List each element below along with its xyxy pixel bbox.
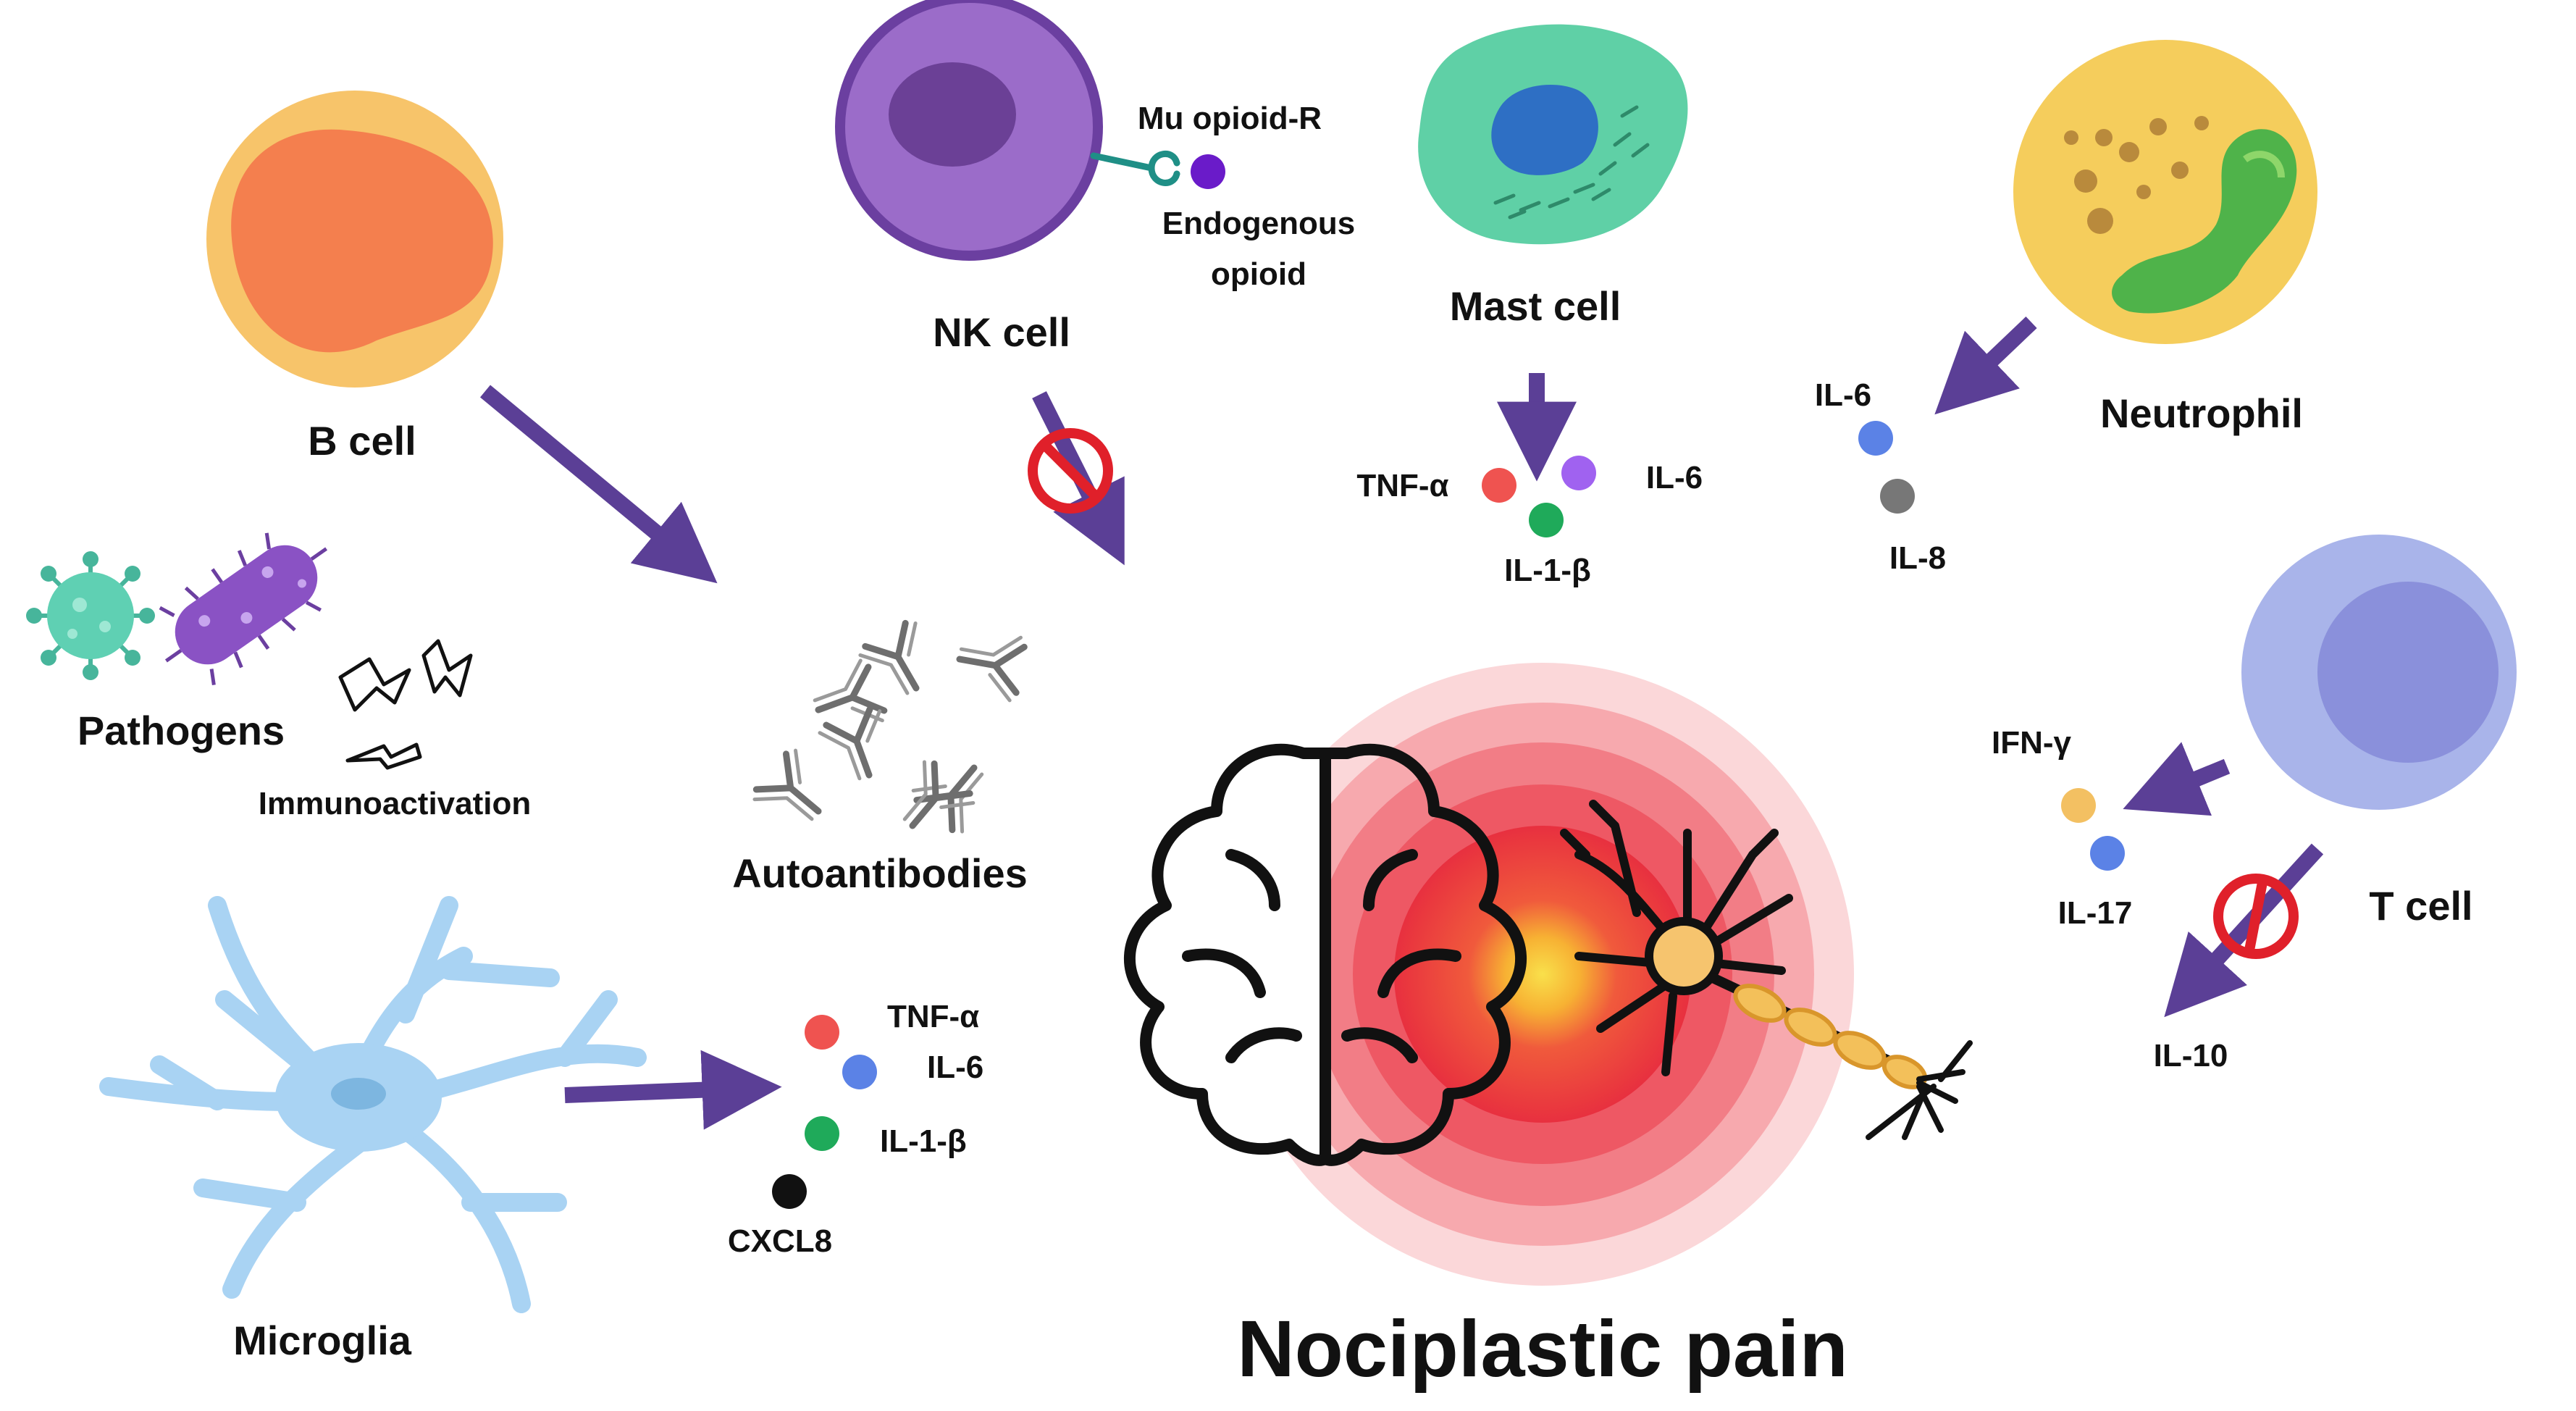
immunoactivation-label: Immunoactivation: [259, 786, 532, 821]
mast-il1b-dot: [1529, 503, 1564, 537]
mast-cell-label: Mast cell: [1450, 283, 1621, 329]
microglia-tnf-dot: [805, 1015, 839, 1050]
endogenous-opioid-dot: [1191, 154, 1225, 189]
microglia-label: Microglia: [233, 1318, 412, 1363]
arrow-microglia-to-mediators: [564, 1050, 782, 1130]
diagram-title: Nociplastic pain: [1237, 1305, 1848, 1394]
neutrophil-il8-label: IL-8: [1889, 540, 1946, 576]
mu-opioid-receptor: [1090, 150, 1180, 186]
microglia-tnf-label: TNF-α: [887, 999, 979, 1034]
neutrophil-nucleus: [2112, 129, 2297, 314]
neutrophil-label: Neutrophil: [2100, 390, 2303, 436]
mast-cell-nucleus: [1491, 85, 1598, 175]
neuron-icon: [1560, 800, 1973, 1140]
microglia-il1b-label: IL-1-β: [880, 1123, 967, 1159]
autoantibodies-icon: [751, 619, 1026, 846]
neutrophil-il8-dot: [1880, 479, 1915, 514]
arrow-neutrophil-to-mediators: [1934, 317, 2037, 415]
t-cell-nucleus: [2317, 582, 2499, 763]
neutrophil-mediators: IL-6 IL-8: [1815, 377, 1946, 576]
t-cell-ifng-dot: [2061, 788, 2096, 823]
mast-il6-label: IL-6: [1646, 460, 1703, 495]
microglia-cell: [99, 896, 647, 1313]
mast-tnf-dot: [1482, 468, 1516, 503]
mast-cell: [1418, 24, 1688, 245]
microglia-il6-label: IL-6: [927, 1050, 983, 1085]
inhibition-icon: [2213, 874, 2299, 959]
mast-il6-dot: [1561, 456, 1596, 490]
neutrophil-cell: [2013, 40, 2317, 344]
b-cell-nucleus: [231, 129, 493, 353]
virus-icon: [26, 551, 155, 680]
b-cell-label: B cell: [308, 418, 416, 464]
t-cell-il17-label: IL-17: [2058, 895, 2133, 931]
neutrophil-il6-dot: [1858, 421, 1893, 456]
pain-target: [1231, 663, 1854, 1286]
b-cell: [206, 91, 503, 388]
inhibition-icon: [1028, 428, 1113, 514]
microglia-cxcl8-label: CXCL8: [728, 1223, 832, 1259]
t-cell-il17-dot: [2090, 836, 2125, 871]
endogenous-opioid-label-1: Endogenous: [1162, 206, 1355, 241]
microglia-cxcl8-dot: [772, 1174, 807, 1209]
microglia-il6-dot: [842, 1055, 877, 1089]
nk-cell-nucleus: [889, 62, 1016, 167]
brain-icon: [1123, 743, 1527, 1166]
neutrophil-il6-label: IL-6: [1815, 377, 1871, 413]
endogenous-opioid-label-2: opioid: [1211, 256, 1306, 292]
mu-opioid-receptor-label: Mu opioid-R: [1138, 101, 1322, 136]
lightning-icon: [338, 639, 473, 770]
arrow-t-cell-to-ifng: [2123, 742, 2231, 816]
t-cell-mediators: IFN-γ IL-17 IL-10: [1992, 725, 2228, 1073]
pathogens-label: Pathogens: [77, 708, 285, 753]
bacterium-icon: [159, 532, 328, 685]
nk-cell: [835, 0, 1225, 261]
t-cell: [2241, 535, 2517, 810]
microglia-mediators: TNF-α IL-6 IL-1-β CXCL8: [728, 999, 983, 1259]
arrow-b-cell-to-autoantibodies: [479, 385, 718, 584]
t-cell-il10-label: IL-10: [2154, 1038, 2228, 1073]
pain-core: [1394, 826, 1691, 1123]
t-cell-label: T cell: [2369, 883, 2472, 929]
mast-tnf-label: TNF-α: [1356, 468, 1448, 503]
autoantibodies-label: Autoantibodies: [732, 850, 1028, 896]
t-cell-ifng-label: IFN-γ: [1992, 725, 2072, 761]
mast-mediators: TNF-α IL-6 IL-1-β: [1356, 456, 1703, 588]
mast-il1b-label: IL-1-β: [1504, 553, 1591, 588]
nk-cell-label: NK cell: [933, 309, 1070, 355]
arrow-nk-cell-blocked: [1032, 391, 1125, 566]
microglia-il1b-dot: [805, 1116, 839, 1151]
